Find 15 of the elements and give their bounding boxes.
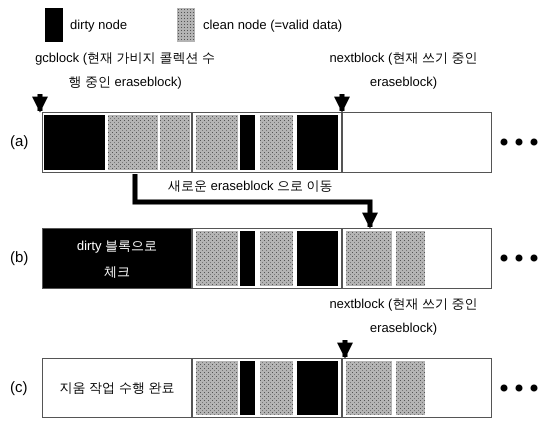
pointer-arrow bbox=[32, 94, 48, 113]
pointer-caption: nextblock (현재 쓰기 중인 eraseblock) bbox=[306, 292, 501, 340]
row-label: (b) bbox=[10, 249, 28, 266]
pointer-caption: nextblock (현재 쓰기 중인 eraseblock) bbox=[306, 46, 501, 94]
pointer-caption: gcblock (현재 가비지 콜렉션 수행 중인 eraseblock) bbox=[30, 46, 220, 94]
pointer-arrow bbox=[337, 340, 353, 359]
legend-label: dirty node bbox=[70, 17, 128, 32]
eraseblock bbox=[342, 112, 492, 173]
dirty-eraseblock: dirty 블록으로 체크 bbox=[42, 228, 192, 289]
eraseblock: 지움 작업 수행 완료 bbox=[42, 358, 192, 418]
routed-arrow bbox=[132, 174, 378, 229]
pointer-arrow bbox=[334, 94, 350, 113]
row-label: (a) bbox=[10, 133, 28, 150]
legend-label: clean node (=valid data) bbox=[203, 17, 342, 32]
row-label: (c) bbox=[10, 379, 28, 396]
